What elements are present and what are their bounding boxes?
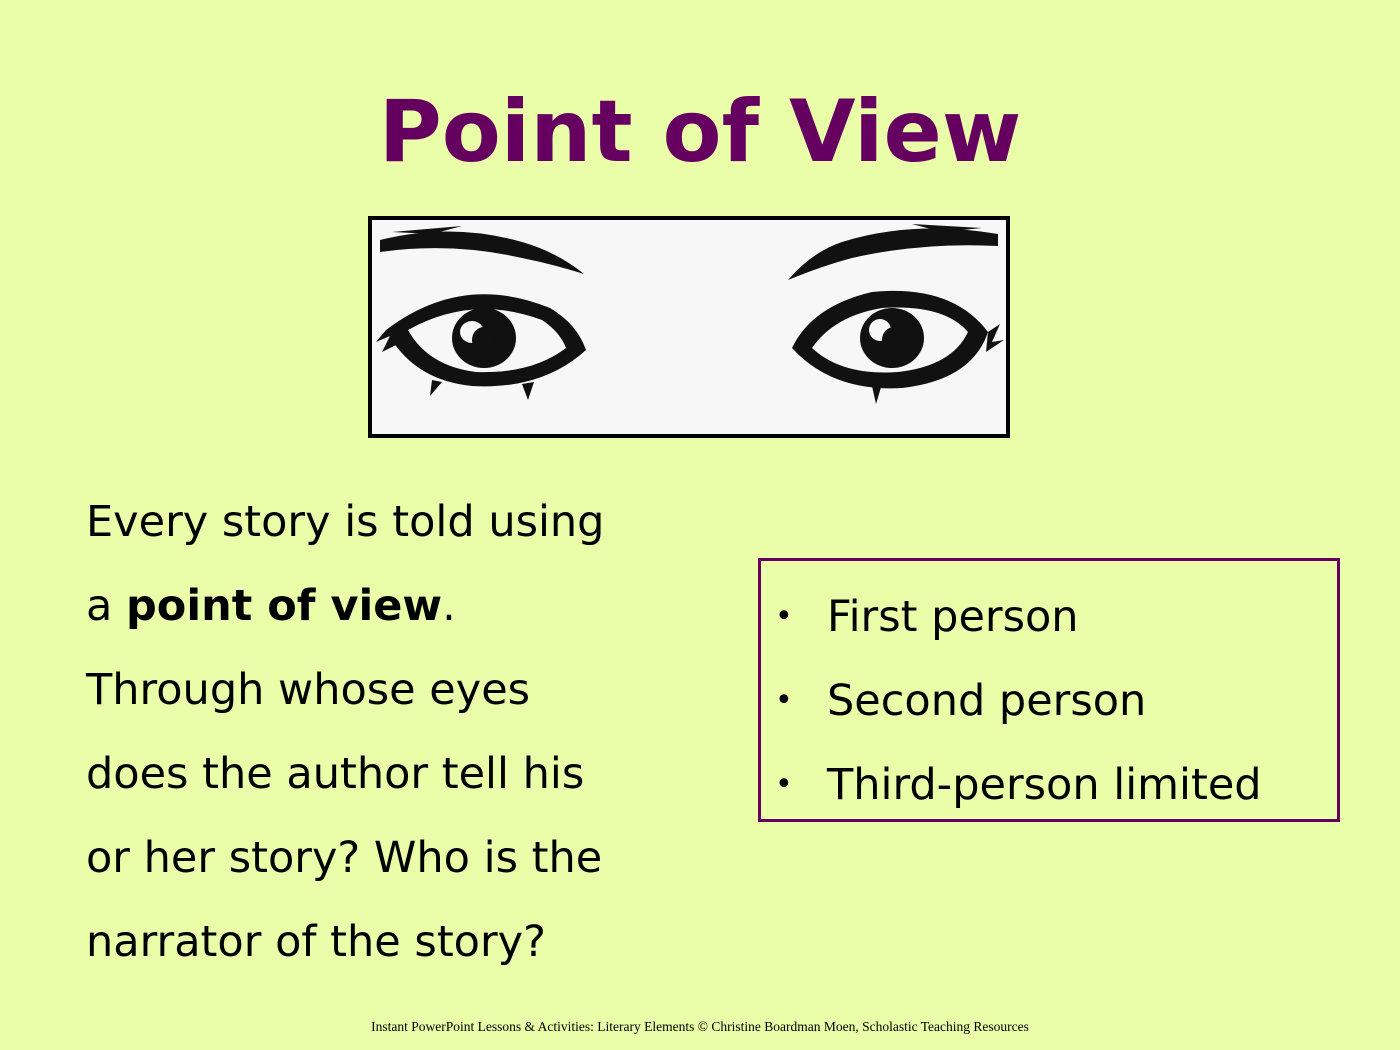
pov-types-box: • First person • Second person • Third-p…	[758, 558, 1340, 822]
paragraph-line: narrator of the story?	[86, 917, 546, 967]
key-term: point of view	[126, 581, 443, 631]
list-item-label: Second person	[827, 676, 1147, 726]
eyes-icon	[372, 220, 1006, 434]
list-item: • First person	[761, 575, 1337, 659]
list-item-label: Third-person limited	[827, 760, 1262, 810]
list-item: • Third-person limited	[761, 743, 1337, 827]
eyes-image	[368, 216, 1010, 438]
paragraph-text: .	[442, 581, 456, 631]
paragraph-line: a point of view.	[86, 564, 726, 648]
slide-title: Point of View	[378, 82, 1022, 182]
intro-paragraph: Every story is told using a point of vie…	[86, 480, 726, 984]
bullet-icon: •	[775, 599, 793, 634]
paragraph-text: a	[86, 581, 127, 631]
list-item: • Second person	[761, 659, 1337, 743]
paragraph-line: Every story is told using	[86, 497, 605, 547]
bullet-icon: •	[775, 683, 793, 718]
paragraph-line: Through whose eyes	[86, 665, 531, 715]
paragraph-line: or her story? Who is the	[86, 833, 603, 883]
pov-types-list: • First person • Second person • Third-p…	[761, 575, 1337, 827]
bullet-icon: •	[775, 767, 793, 802]
paragraph-line: does the author tell his	[86, 749, 585, 799]
list-item-label: First person	[827, 592, 1079, 642]
footer-credit: Instant PowerPoint Lessons & Activities:…	[371, 1019, 1029, 1034]
